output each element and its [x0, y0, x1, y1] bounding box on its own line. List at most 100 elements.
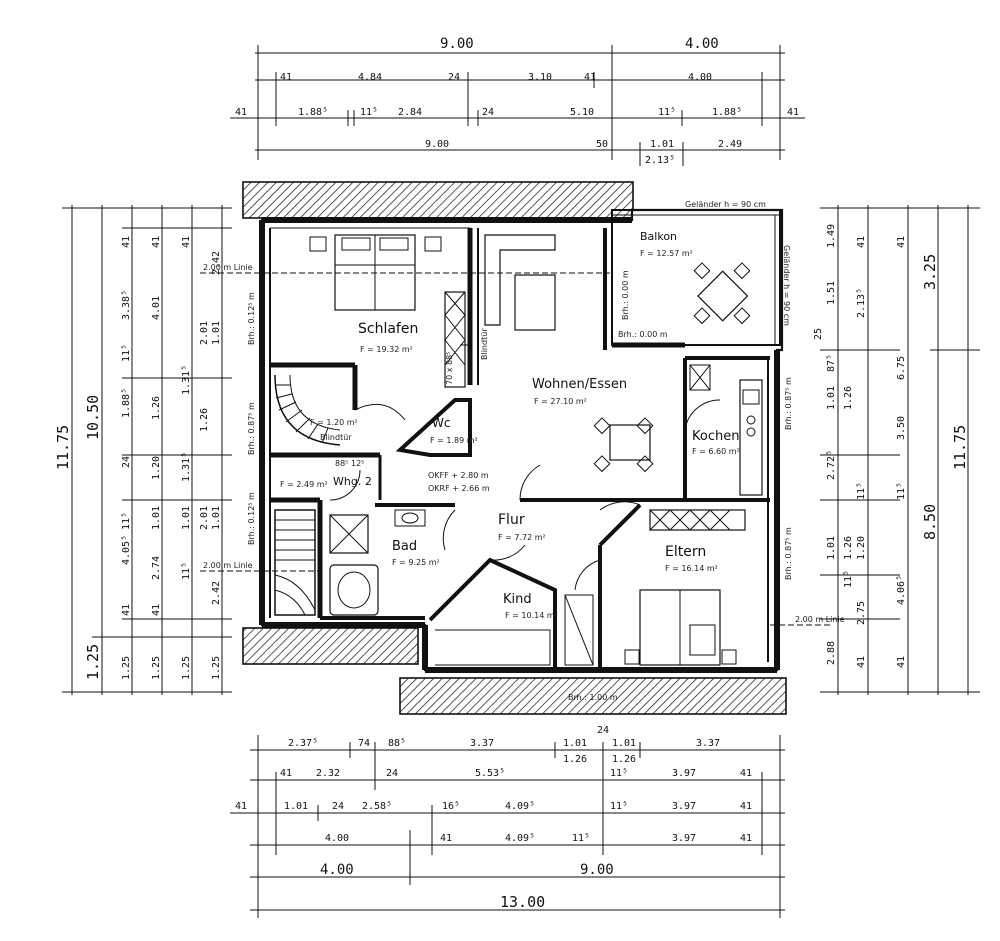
left-c4-1: 4.01	[151, 296, 162, 320]
left-c6-3: 1.26	[199, 408, 210, 432]
top-r2-2: 24	[448, 72, 460, 83]
right-c1-8: 2.75	[856, 601, 867, 625]
left-c5-2: 1.31⁵	[181, 452, 192, 482]
top-r3-1: 1.88⁵	[298, 107, 328, 118]
left-c6-4: 1.01	[211, 506, 222, 530]
bed-schlafen	[309, 234, 442, 311]
left-c4-0: 41	[151, 236, 162, 248]
top-r3-3: 2.84	[398, 107, 422, 118]
brh-left-2: Brh.: 0.87⁵ m	[247, 402, 256, 455]
left-c4-6: 41	[151, 604, 162, 616]
bot-r1-4: 1.01	[563, 738, 587, 749]
dining-table	[593, 417, 654, 473]
bot-r3-1: 1.01	[284, 801, 308, 812]
left-c4-7: 1.25	[151, 656, 162, 680]
right-c1-4: 1.01	[826, 386, 837, 410]
bot-r1-0: 2.37⁵	[288, 738, 318, 749]
left-sub1: 10.50	[84, 395, 102, 440]
right-c2-8: 41	[856, 656, 867, 668]
linie-1: 2.00 m Linie	[203, 263, 253, 272]
right-c1-1: 1.51	[826, 281, 837, 305]
bot-r1-5: 24	[597, 725, 609, 736]
room-eltern-name: Eltern	[665, 544, 706, 560]
top-r2-4: 41	[584, 72, 596, 83]
right-c3-2: 11⁵	[896, 482, 907, 500]
top-r2-1: 4.84	[358, 72, 382, 83]
brh-left-1: Brh.: 0.12⁵ m	[247, 292, 256, 345]
left-c5-5: 1.25	[181, 656, 192, 680]
room-kind-area: F = 10.14 m²	[505, 611, 558, 620]
bot-r3-3: 2.58⁵	[362, 801, 392, 812]
room-wc-name: Wc	[432, 416, 450, 430]
okff-label: OKFF + 2.80 m	[428, 471, 489, 480]
right-c1-7: 1.20	[856, 536, 867, 560]
room-wohnen-name: Wohnen/Essen	[532, 377, 627, 392]
top-dim-1: 9.00	[440, 36, 474, 52]
left-c5-3: 11⁵	[181, 562, 192, 580]
schrank-label: 70 x 88⁵	[445, 352, 454, 385]
bot-r2-0: 41	[280, 768, 292, 779]
room-schlafen-area: F = 19.32 m²	[360, 345, 413, 354]
blindtuer-label-2: Blindtür	[480, 328, 489, 360]
right-c2-0: 41	[856, 236, 867, 248]
bot-r4-5: 41	[740, 833, 752, 844]
bot-r2-4: 11⁵	[610, 768, 628, 779]
right-c3-3: 41	[896, 656, 907, 668]
right-c1-2: 25	[813, 328, 824, 340]
top-r3-5: 5.10	[570, 107, 594, 118]
wardrobe-eltern	[649, 509, 746, 531]
room-balkon-area: F = 12.57 m²	[640, 249, 693, 258]
brh-right-1: Brh.: 0.87⁵ m	[784, 377, 793, 430]
right-c1-9: 2.88	[826, 641, 837, 665]
brh-bottom: Brh.: 1.00 m	[568, 693, 618, 702]
bot-r1-7: 3.37	[696, 738, 720, 749]
brh-right-2: Brh.: 0.87⁵ m	[784, 527, 793, 580]
bot-r4-3: 11⁵	[572, 833, 590, 844]
right-c2-5: 1.26	[843, 536, 854, 560]
bot-r3-6: 11⁵	[610, 801, 628, 812]
right-total: 11.75	[951, 425, 969, 470]
stair-area: F = 1.20 m²	[310, 418, 358, 427]
left-c5-4: 1.01	[181, 506, 192, 530]
left-c4-3: 1.01	[151, 506, 162, 530]
room-balkon-name: Balkon	[640, 230, 677, 243]
bot-r1-8: 1.26	[563, 754, 587, 765]
left-c6-1: 1.01	[211, 321, 222, 345]
left-c6-0: 2.42	[211, 251, 222, 275]
left-c3-1: 3.38⁵	[121, 290, 132, 320]
room-bad-name: Bad	[392, 539, 417, 554]
top-r4-3: 2.13⁵	[645, 155, 675, 166]
left-c5-0: 41	[181, 236, 192, 248]
right-c3-1: 41	[896, 236, 907, 248]
top-r3-4: 24	[482, 107, 494, 118]
left-c4-2: 1.26	[151, 396, 162, 420]
right-c2-7: 4.06⁵	[896, 575, 907, 605]
left-c4-5: 2.74	[151, 556, 162, 580]
blindtuer-label: Blindtür	[320, 433, 352, 442]
right-c1-3: 87⁵	[826, 354, 837, 372]
left-total: 11.75	[54, 425, 72, 470]
top-r4-2: 1.01	[650, 139, 674, 150]
bot-r3-8: 41	[740, 801, 752, 812]
step-88: 88⁵	[335, 459, 348, 468]
top-r3-6: 11⁵	[658, 107, 676, 118]
left-c5-1: 1.31⁵	[181, 365, 192, 395]
brh-balkon: Brh.: 0.00 m	[621, 270, 630, 320]
bot-r5-1: 9.00	[580, 862, 614, 878]
top-r3-2: 11⁵	[360, 107, 378, 118]
right-c2-6: 11⁵	[843, 570, 854, 588]
left-c3-8: 1.25	[121, 656, 132, 680]
bot-r4-0: 4.00	[325, 833, 349, 844]
gelaender-top: Geländer h = 90 cm	[685, 200, 766, 209]
bot-r2-3: 5.53⁵	[475, 768, 505, 779]
left-c3-4: 24	[121, 456, 132, 468]
left-c3-5: 11⁵	[121, 512, 132, 530]
bot-r3-7: 3.97	[672, 801, 696, 812]
room-bad-area: F = 9.25 m²	[392, 558, 440, 567]
linie-2: 2.00 m Linie	[203, 561, 253, 570]
top-r2-5: 4.00	[688, 72, 712, 83]
top-r3-7: 1.88⁵	[712, 107, 742, 118]
room-wc-area: F = 1.89 m²	[430, 436, 478, 445]
top-r3-0: 41	[235, 107, 247, 118]
